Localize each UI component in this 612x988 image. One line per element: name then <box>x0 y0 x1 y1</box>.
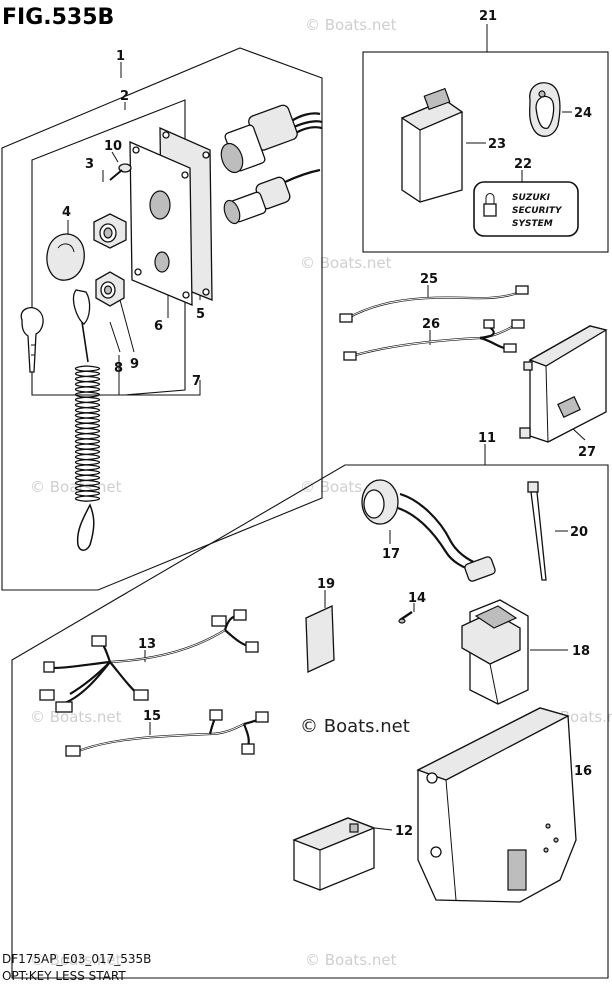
part-14-screw <box>398 611 413 624</box>
part-12-holder <box>292 817 376 891</box>
callout-12: 12 <box>395 824 413 839</box>
callout-26: 26 <box>422 317 440 332</box>
callout-2: 2 <box>120 89 129 104</box>
callout-3: 3 <box>85 157 94 172</box>
part-13-harness <box>39 609 259 713</box>
frame-item-21 <box>362 51 609 253</box>
frame-item-1 <box>1 47 323 591</box>
watermark: © Boats.net <box>30 708 122 726</box>
callout-24: 24 <box>574 106 592 121</box>
decal-line-2: SECURITY <box>512 206 563 216</box>
part-25-harness <box>339 285 529 323</box>
part-23-module <box>400 87 464 203</box>
background-watermarks: © Boats.net © Boats.net © Boats.net © Bo… <box>30 16 612 969</box>
part-15-harness <box>65 709 269 757</box>
callout-21: 21 <box>479 9 497 24</box>
callout-20: 20 <box>570 525 588 540</box>
callout-8: 8 <box>114 361 123 376</box>
figure-code: DF175AP_E03_017_535B <box>2 952 151 966</box>
center-watermark: © Boats.net <box>300 716 410 737</box>
part-18-relay <box>461 599 529 705</box>
part-19-card <box>305 605 335 673</box>
callout-27: 27 <box>578 445 596 460</box>
frame-item-11 <box>11 464 609 979</box>
part-17-sensor <box>361 479 496 582</box>
callout-19: 19 <box>317 577 335 592</box>
callout-1: 1 <box>116 49 125 64</box>
watermark: © Boats.net <box>305 951 397 969</box>
figure-title: FIG.535B <box>2 5 114 30</box>
part-16-cover <box>416 707 577 903</box>
callout-23: 23 <box>488 137 506 152</box>
callout-5: 5 <box>196 307 205 322</box>
part-22-security-decal: SUZUKI SECURITY SYSTEM <box>473 181 579 237</box>
callout-22: 22 <box>514 157 532 172</box>
part-3-nut <box>93 213 127 249</box>
part-26-harness <box>343 319 525 361</box>
part-27-control-unit <box>519 325 608 443</box>
callout-14: 14 <box>408 591 426 606</box>
watermark: © Boats.net <box>305 16 397 34</box>
kit-frames <box>1 47 609 979</box>
part-20-cable-tie <box>527 481 547 581</box>
callout-6: 6 <box>154 319 163 334</box>
figure-caption: OPT:KEY LESS START <box>2 969 126 983</box>
callout-4: 4 <box>62 205 71 220</box>
callout-7: 7 <box>192 374 201 389</box>
callout-16: 16 <box>574 764 592 779</box>
callout-labels: 1 2 3 4 5 6 7 8 9 10 11 12 13 14 15 16 1… <box>62 9 596 839</box>
part-4-knob-cover <box>46 233 85 281</box>
watermark: © Boats.net <box>30 951 122 969</box>
decal-line-3: SYSTEM <box>512 219 553 229</box>
part-24-key-fob <box>529 82 561 137</box>
callout-10: 10 <box>104 139 122 154</box>
callout-18: 18 <box>572 644 590 659</box>
part-10-screw <box>109 163 132 181</box>
callout-9: 9 <box>130 357 139 372</box>
callout-15: 15 <box>143 709 161 724</box>
callout-11: 11 <box>478 431 496 446</box>
part-6-front-plate <box>129 141 193 306</box>
callout-25: 25 <box>420 272 438 287</box>
watermark: © Boats.net <box>300 254 392 272</box>
decal-line-1: SUZUKI <box>512 193 551 203</box>
callout-17: 17 <box>382 547 400 562</box>
part-8-lanyard <box>72 289 101 551</box>
key <box>20 306 44 373</box>
part-9-nut <box>95 271 125 307</box>
part-1-switch-assembly <box>220 104 323 225</box>
callout-13: 13 <box>138 637 156 652</box>
